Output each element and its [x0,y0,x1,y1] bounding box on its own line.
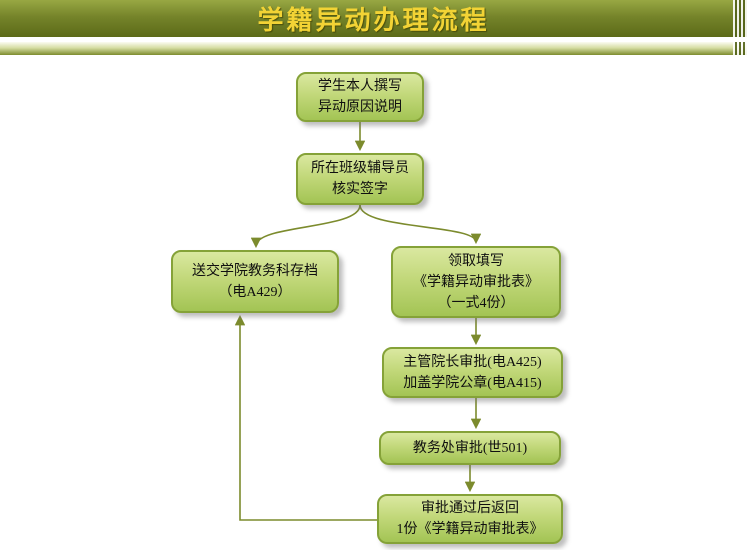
flow-box-counselor-verify: 所在班级辅导员 核实签字 [296,153,424,205]
flow-box-line: （电A429） [218,284,292,300]
flow-box-line: （一式4份） [437,295,515,311]
flow-box-line: 学生本人撰写 [318,79,402,94]
flow-box-line: 审批通过后返回 [421,501,519,516]
flow-box-line: 主管院长审批(电A425) [403,354,542,370]
edge-stripes-decoration [733,0,747,37]
title-underline-bar [0,42,747,55]
flow-box-archive-office: 送交学院教务科存档 （电A429） [171,250,339,313]
flow-box-dean-approval: 主管院长审批(电A425) 加盖学院公章(电A415) [382,347,563,398]
flow-box-line: 《学籍异动审批表》 [413,274,539,290]
flow-box-write-reason: 学生本人撰写 异动原因说明 [296,72,424,122]
page-title: 学籍异动办理流程 [257,6,490,35]
flow-box-line: 所在班级辅导员 [311,161,409,176]
flow-box-line: 送交学院教务科存档 [192,263,318,279]
flow-box-get-form: 领取填写 《学籍异动审批表》 （一式4份） [391,246,561,318]
title-bar: 学籍异动办理流程 [0,0,747,37]
flow-box-line: 核实签字 [332,182,388,197]
flow-box-line: 异动原因说明 [318,100,402,115]
flow-box-return-form: 审批通过后返回 1份《学籍异动审批表》 [377,494,563,544]
flow-box-line: 领取填写 [448,253,504,269]
flow-box-line: 教务处审批(世501) [412,440,528,456]
flow-box-line: 1份《学籍异动审批表》 [396,522,544,537]
edge-stripes-decoration [733,42,747,55]
flow-box-academic-office-approval: 教务处审批(世501) [379,431,561,465]
flow-box-line: 加盖学院公章(电A415) [403,375,542,391]
